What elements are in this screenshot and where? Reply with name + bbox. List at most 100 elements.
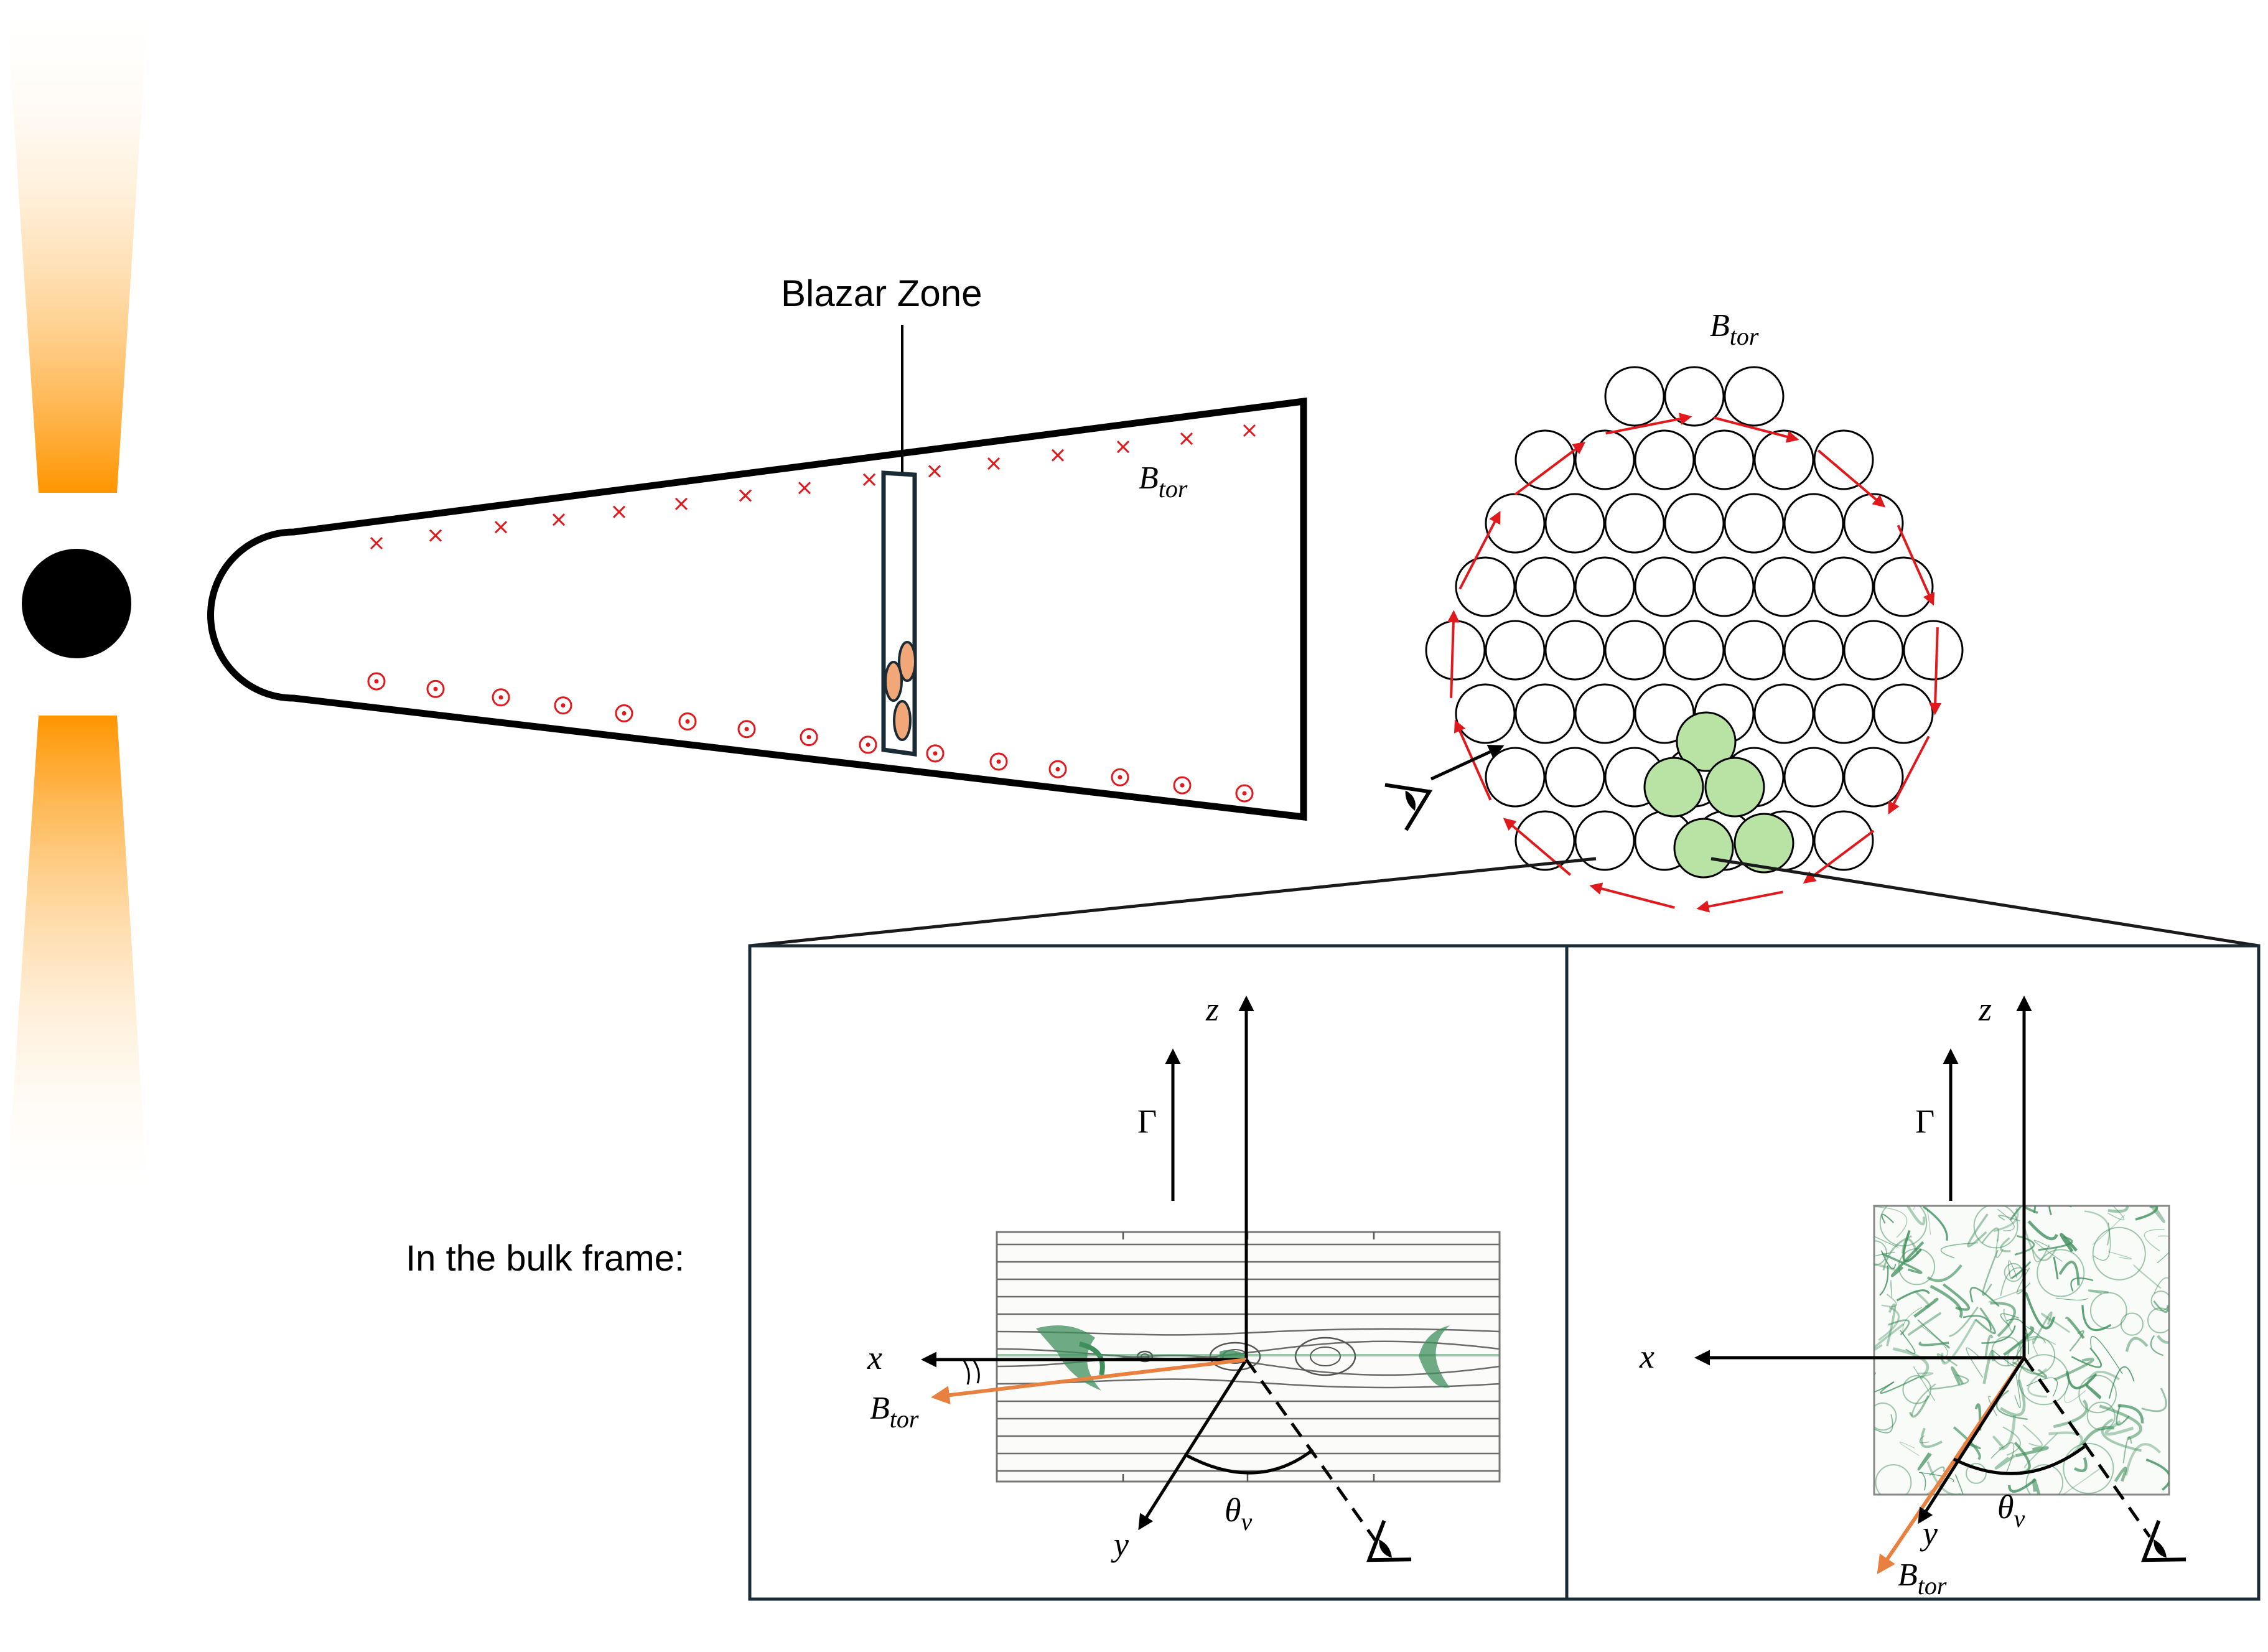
blazar-zone-label: Blazar Zone [781,273,982,314]
zoom-line-left [749,857,1597,948]
plasmoid [893,700,912,741]
toroidal-field-arrow [1888,735,1930,814]
plasmoid [884,661,903,702]
dot-circle-icon [926,744,945,763]
cross-icon [739,489,752,502]
highlighted-plasmoid [1673,818,1734,879]
accretion-disk [6,6,148,1201]
plasmoid-circle [1664,366,1725,427]
plasmoid-circle [1783,493,1844,554]
plasmoid-circle [1634,683,1695,744]
highlighted-plasmoid [1734,813,1794,874]
plasmoid-circle [1485,620,1546,681]
highlighted-plasmoid [1704,757,1765,818]
plasmoid-circle [1604,493,1665,554]
zoom-line-right [1710,857,2259,948]
plasmoid-circle [1843,747,1904,808]
cross-icon [1051,449,1065,462]
plasmoid-circle [1753,556,1814,617]
plasmoid-circle [1604,620,1665,681]
toroidal-field-arrow [1503,818,1572,876]
cross-icon [674,497,688,510]
toroidal-field-arrow [1897,525,1935,606]
plasmoid-circle [1753,429,1814,490]
btor-arrow [931,1358,1247,1405]
dot-circle-icon [678,712,697,731]
toroidal-field-arrow [1458,511,1501,590]
plasmoid-circle [1724,366,1785,427]
theta-label: θv [1225,1491,1253,1536]
dot-circle-icon [989,752,1008,771]
plasmoid-circle [1574,556,1635,617]
toroidal-field-arrows [1447,413,1942,913]
toroidal-field-arrow [1803,829,1875,884]
highlighted-plasmoid [1676,711,1737,772]
x-axis-label: x [1639,1338,1654,1375]
bulk-frame-label: In the bulk frame: [406,1238,684,1279]
disk-lower-lobe [6,716,148,1201]
plasmoid-circle [1813,556,1874,617]
toroidal-field-arrow [1589,882,1675,909]
plasmoid-circle [1903,620,1964,681]
plasmoid-circle [1514,810,1575,871]
plasmoid-circle [1783,747,1844,808]
gamma-label: Γ [1137,1103,1157,1140]
plasmoid-circle [1634,429,1695,490]
y-axis [1918,1356,2026,1524]
plasmoid-circle [1485,747,1546,808]
dot-circle-icon [1173,776,1192,795]
plasmoid-circle [1724,620,1785,681]
toroidal-field-arrow [1817,449,1886,508]
dot-circle-icon [554,696,572,715]
gamma-label: Γ [1915,1103,1934,1140]
plasmoid-circle [1514,683,1575,744]
plasmoid-circle [1873,683,1934,744]
field-lines [997,1232,1500,1482]
plasmoid-circle [1544,620,1605,681]
eye-icon [2141,1519,2186,1562]
plasmoid-circle [1425,620,1486,681]
cross-icon [1180,432,1193,446]
turbulence-simulation-image [1873,1205,2170,1496]
cross-icon [494,521,508,534]
disk-upper-lobe [6,6,148,493]
plasmoid-circle [1544,747,1605,808]
plasmoid-circle [1634,556,1695,617]
line-of-sight [2022,1356,2152,1538]
plasmoid-circle [1724,493,1785,554]
plasmoid-circle [1783,620,1844,681]
y-axis [1138,1358,1248,1531]
toroidal-field-arrow [1714,416,1799,443]
dot-circle-icon [426,679,445,698]
btor-label: Btor [870,1391,919,1433]
dot-circle-icon [492,688,510,707]
angle-arc-small [972,1359,980,1384]
cross-icon [1243,424,1256,437]
x-axis-label: x [867,1339,882,1376]
plasmoid-circle [1574,429,1635,490]
toroidal-field-arrow [1696,890,1783,913]
black-hole [22,549,131,658]
dot-circle-icon [1235,784,1254,803]
plasmoid-circle [1574,683,1635,744]
jet-cross-section [1425,366,1964,879]
toroidal-field-arrow [1514,441,1586,496]
plasmoid-circle [1813,683,1874,744]
cross-icon [987,457,1001,470]
bulk-frame-panel [748,944,2261,1601]
cross-icon [928,465,941,478]
cross-icon [612,505,626,518]
theta-arc [1953,1445,2086,1475]
toroidal-field-arrow [1605,413,1692,435]
left-panel: z Γ x y Btor θv [867,991,1501,1563]
jet-cone [207,397,1307,821]
dot-circle-icon [737,720,756,739]
plasmoid-circle [1514,556,1575,617]
cross-section-btor-label: Btor [1710,308,1759,350]
plasmoid-circle [1843,620,1904,681]
theta-arc [1184,1449,1314,1475]
z-axis-label: z [1978,991,1992,1028]
cross-icon [798,482,811,495]
eye-icon [1366,1519,1412,1562]
